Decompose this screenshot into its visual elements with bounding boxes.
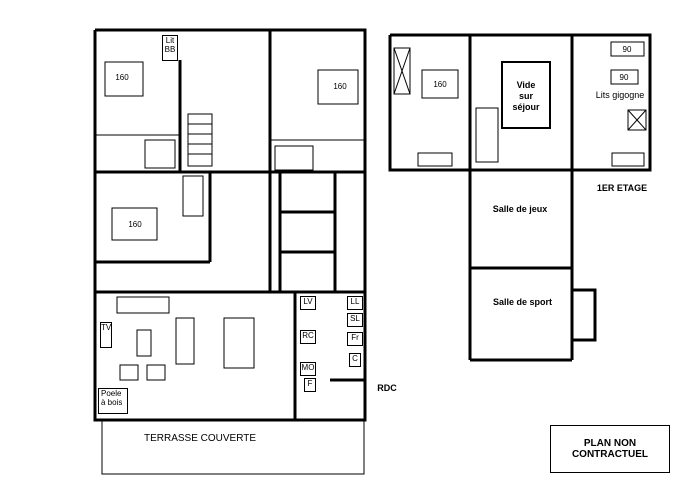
appliance-tv: TV [100,322,112,348]
bed-size-rdc-top-left: 160 [115,73,129,82]
label-salle-de-jeux: Salle de jeux [492,204,548,214]
bed-size-first-floor-left: 160 [433,80,447,89]
label-rdc: RDC [377,383,397,393]
appliance-ll: LL [347,296,363,310]
bed-size-rdc-top-right: 160 [333,82,347,91]
appliance-mo: MO [300,362,316,376]
first-floor-thin-lines [393,41,647,167]
appliance-c: C [349,353,361,367]
first-floor-walls [388,33,652,362]
appliance-rc: RC [300,330,316,344]
appliance-poele: Poele à bois [98,388,128,414]
rdc-thin-lines [95,61,365,475]
appliance-sl: SL [347,313,363,327]
label-terrasse: TERRASSE COUVERTE [143,433,257,444]
appliance-fr: Fr [347,332,363,346]
bed-size-bunk-upper: 90 [622,45,632,54]
appliance-f: F [304,378,316,392]
label-1er-etage: 1ER ETAGE [596,183,648,193]
appliance-lv: LV [300,296,316,310]
label-salle-de-sport: Salle de sport [492,297,553,307]
label-lits-gigogne: Lits gigogne [595,90,645,100]
rdc-walls [93,28,367,422]
notice-plan-non-contractuel: PLAN NON CONTRACTUEL [550,425,670,473]
label-vide-sur-sejour: Vide sur séjour [512,80,540,112]
appliance-lit-bb: Lit BB [162,35,178,61]
bed-size-bunk-lower: 90 [619,73,629,82]
bed-size-rdc-middle-left: 160 [128,220,142,229]
